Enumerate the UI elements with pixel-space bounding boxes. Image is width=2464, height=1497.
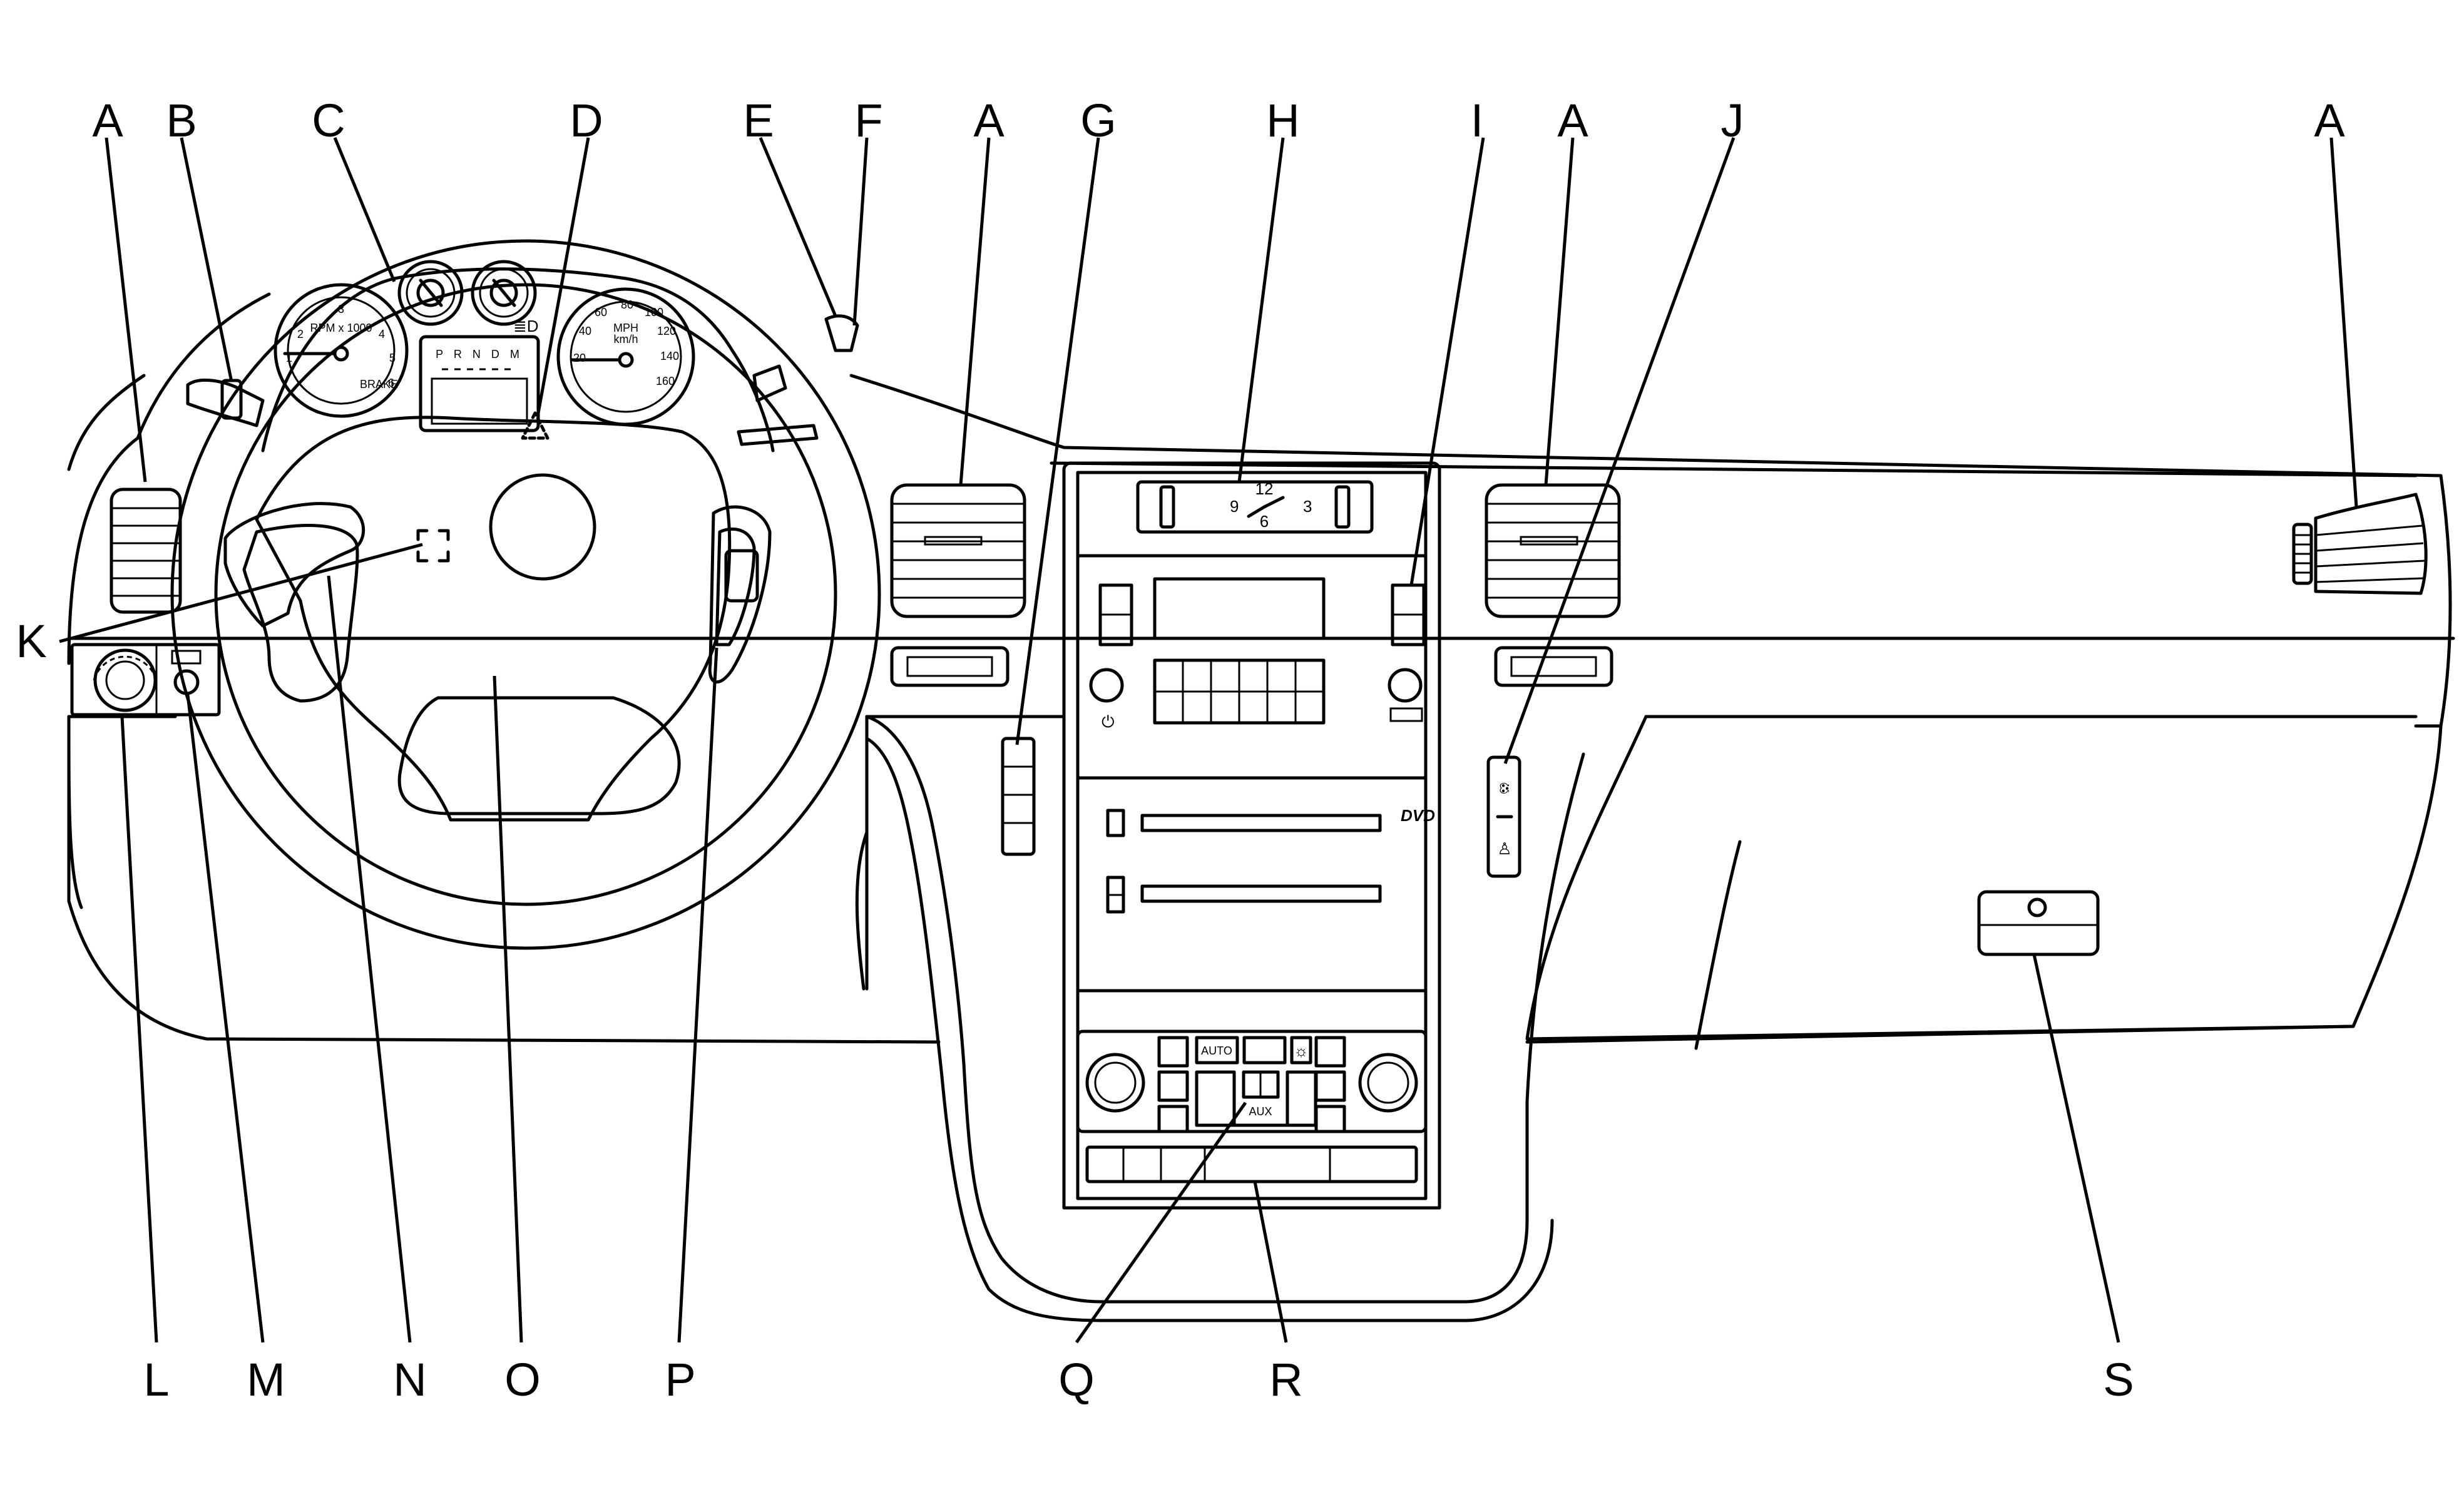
- driver-info-center: [419, 335, 540, 432]
- tach-tick-1: 1: [286, 352, 292, 364]
- headlamp-switch[interactable]: [70, 643, 221, 717]
- callout-j: J: [1721, 95, 1744, 146]
- callout-p: P: [665, 1354, 695, 1406]
- callout-b: B: [166, 95, 197, 146]
- driver-seat-button-3[interactable]: [1157, 1105, 1189, 1133]
- callout-d: D: [570, 95, 603, 146]
- fan-speed-button[interactable]: [1195, 1070, 1236, 1127]
- callout-k: K: [16, 615, 46, 667]
- svg-text:🕃: 🕃: [1499, 779, 1510, 797]
- hazard-and-power-switches[interactable]: [1001, 737, 1036, 856]
- svg-text:☼: ☼: [1294, 1041, 1309, 1060]
- speedo-tick-40: 40: [579, 325, 591, 337]
- passenger-seat-button-3[interactable]: [1314, 1105, 1346, 1133]
- tune-knob[interactable]: [1388, 668, 1423, 703]
- callout-a-left-vent: A: [92, 95, 123, 146]
- headlamp-indicator: ≣D: [513, 317, 539, 335]
- speedo-label: MPH: [613, 322, 638, 334]
- driver-heated-seat-button[interactable]: [1157, 1036, 1189, 1068]
- callout-g: G: [1080, 95, 1117, 146]
- dvd-logo: DVD: [1401, 806, 1435, 825]
- passenger-temp-knob[interactable]: [1358, 1053, 1418, 1113]
- passenger-seat-button-2[interactable]: [1314, 1070, 1346, 1102]
- tilt-wheel-lever[interactable]: [737, 314, 859, 446]
- temp-gauge: [471, 260, 537, 326]
- speedo-tick-120: 120: [657, 325, 676, 337]
- dvd-eject-button[interactable]: [1106, 809, 1125, 837]
- clock-6: 6: [1260, 512, 1269, 531]
- air-vent-center-right: [1485, 483, 1621, 687]
- air-vent-left: [110, 488, 182, 614]
- ac-button[interactable]: [1290, 1036, 1312, 1065]
- speedo-tick-140: 140: [660, 350, 679, 362]
- aux-label: AUX: [1249, 1105, 1272, 1118]
- callout-a-center-left-vent: A: [973, 95, 1005, 146]
- turn-signal-lever[interactable]: [186, 378, 265, 427]
- leader-lines: [59, 137, 2358, 1344]
- prndm-indicator: P R N D M: [436, 348, 523, 360]
- tach-tick-3: 3: [338, 303, 344, 315]
- clock-3: 3: [1303, 497, 1312, 516]
- callout-m: M: [247, 1354, 285, 1406]
- horn-pad: [489, 473, 596, 581]
- auto-label: AUTO: [1201, 1045, 1232, 1057]
- rear-accessory-switch-bank: [1085, 1145, 1418, 1183]
- volume-knob[interactable]: [1089, 668, 1124, 703]
- passenger-airbag-status-indicator: 🕃 ♙: [1486, 755, 1521, 878]
- clock-9: 9: [1230, 497, 1239, 516]
- speedo-tick-20: 20: [573, 352, 586, 364]
- dome-lamp-override-button[interactable]: [173, 669, 200, 695]
- passenger-heated-seat-button[interactable]: [1314, 1036, 1346, 1068]
- air-vent-right: [2292, 493, 2428, 595]
- tach-tick-6: 6: [388, 377, 394, 389]
- auto-button[interactable]: [1195, 1036, 1239, 1065]
- recirculation-button[interactable]: [1242, 1036, 1287, 1065]
- mode-button[interactable]: [1286, 1070, 1317, 1127]
- callout-a-center-right-vent: A: [1557, 95, 1588, 146]
- center-stack: 12 9 3 6 ⏻ DVD: [1062, 461, 1441, 1210]
- callout-i: I: [1471, 95, 1484, 146]
- callout-r: R: [1269, 1354, 1302, 1406]
- svg-text:♙: ♙: [1497, 839, 1511, 858]
- tach-tick-4: 4: [379, 328, 385, 340]
- glove-box-handle[interactable]: [1977, 890, 2100, 956]
- callout-o: O: [504, 1354, 541, 1406]
- climate-control-panel: AUTO ☼ AUX: [1076, 1030, 1428, 1133]
- brake-indicator: BRAKE: [360, 378, 398, 391]
- speedo-tick-160: 160: [656, 375, 675, 387]
- analog-clock: 12 9 3 6: [1230, 479, 1312, 531]
- driver-seat-button-2[interactable]: [1157, 1070, 1189, 1102]
- tach-tick-2: 2: [297, 328, 304, 340]
- dvd-slot: [1140, 814, 1382, 832]
- tach-tick-5: 5: [389, 352, 396, 364]
- callout-labels: A B C D E F A G H I A J A K L M N O P Q …: [16, 95, 2345, 1406]
- callout-a-right-vent: A: [2314, 95, 2345, 146]
- clock-12: 12: [1255, 479, 1274, 498]
- power-icon: ⏻: [1102, 712, 1115, 731]
- tach-label: RPM x 1000: [310, 322, 372, 334]
- callout-s: S: [2103, 1354, 2134, 1406]
- callout-f: F: [854, 95, 882, 146]
- air-vent-center-left: [890, 483, 1026, 687]
- callout-h: H: [1266, 95, 1299, 146]
- steering-wheel: [170, 239, 881, 950]
- callout-e: E: [743, 95, 774, 146]
- driver-temp-knob[interactable]: [1085, 1053, 1145, 1113]
- speedo-tick-60: 60: [595, 306, 607, 319]
- speedo-unit: km/h: [613, 333, 638, 345]
- cd-slot: [1140, 884, 1382, 903]
- callout-l: L: [143, 1354, 169, 1406]
- callout-q: Q: [1058, 1354, 1095, 1406]
- callout-c: C: [312, 95, 345, 146]
- callout-n: N: [393, 1354, 426, 1406]
- instrument-cluster: 3 2 4 1 5 6 RPM x 1000 BRAKE ≣D P R N D …: [261, 260, 775, 452]
- dashboard-body: [67, 292, 2455, 1322]
